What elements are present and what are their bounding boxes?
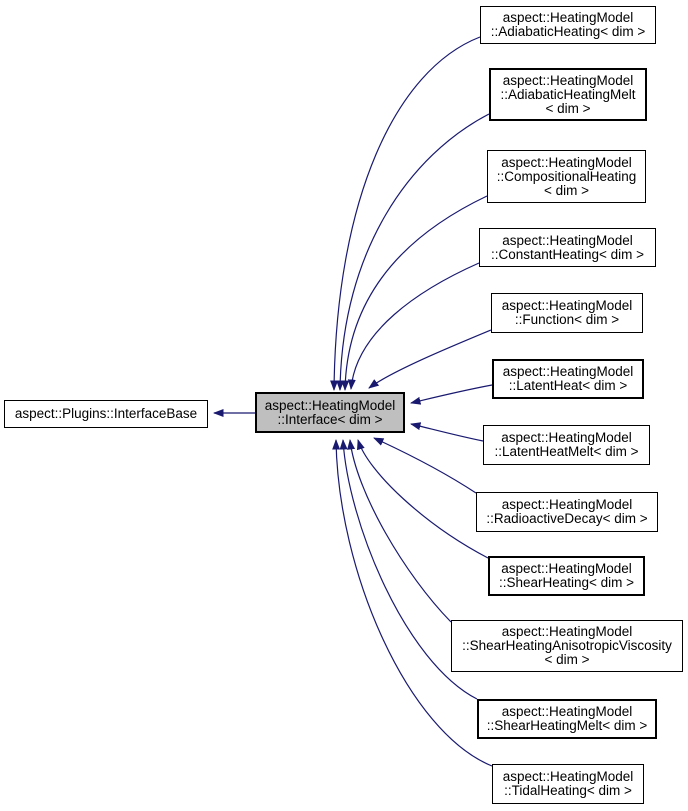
class-label-line: ::AdiabaticHeating< dim > bbox=[490, 24, 646, 39]
edge-adiabaticheating-to-interface bbox=[330, 36, 481, 391]
class-label-line: aspect::HeatingModel bbox=[501, 430, 632, 445]
node-constantheating[interactable]: aspect::HeatingModel ::ConstantHeating< … bbox=[479, 228, 656, 267]
class-label-line: < dim > bbox=[545, 100, 591, 116]
class-label-line: ::AdiabaticHeatingMelt bbox=[500, 86, 636, 102]
node-adiabaticheatingmelt[interactable]: aspect::HeatingModel ::AdiabaticHeatingM… bbox=[489, 68, 647, 121]
edge-shearheatingmelt-to-interface bbox=[339, 439, 478, 700]
class-label: aspect::Plugins::InterfaceBase bbox=[14, 406, 198, 421]
class-label-line: ::ShearHeating< dim > bbox=[498, 575, 635, 590]
class-label-line: ::LatentHeatMelt< dim > bbox=[494, 444, 639, 459]
class-label-line: aspect::HeatingModel bbox=[502, 10, 634, 25]
class-label-line: ::Function< dim > bbox=[514, 312, 620, 327]
node-plugins-interfacebase[interactable]: aspect::Plugins::InterfaceBase bbox=[4, 400, 208, 428]
class-label-line: aspect::HeatingModel bbox=[501, 154, 632, 170]
class-label-line: < dim > bbox=[543, 182, 590, 198]
class-label-line: aspect::HeatingModel bbox=[501, 298, 633, 313]
node-heatingmodel-interface: aspect::HeatingModel ::Interface< dim > bbox=[255, 392, 405, 433]
edge-latentheat-to-interface bbox=[410, 384, 493, 405]
class-label-line: ::TidalHeating< dim > bbox=[504, 783, 632, 798]
edge-shearheatinganisotropicviscosity-to-interface bbox=[347, 439, 452, 623]
class-label-line: aspect::HeatingModel bbox=[502, 72, 634, 88]
node-latentheat[interactable]: aspect::HeatingModel ::LatentHeat< dim > bbox=[492, 359, 644, 399]
edge-radioactivedecay-to-interface bbox=[373, 437, 477, 494]
class-label-line: aspect::HeatingModel bbox=[502, 364, 634, 379]
edge-compositionalheating-to-interface bbox=[341, 195, 488, 391]
class-label-line: ::ShearHeatingMelt< dim > bbox=[486, 718, 648, 733]
class-label-line: ::ConstantHeating< dim > bbox=[490, 246, 645, 262]
class-label-line: aspect::HeatingModel bbox=[264, 397, 396, 413]
node-shearheatingmelt[interactable]: aspect::HeatingModel ::ShearHeatingMelt<… bbox=[477, 699, 657, 739]
class-label-line: ::RadioactiveDecay< dim > bbox=[486, 511, 648, 526]
edge-constantheating-to-interface bbox=[347, 262, 480, 390]
class-label-line: aspect::HeatingModel bbox=[501, 497, 633, 512]
class-label-line: aspect::HeatingModel bbox=[501, 704, 633, 719]
node-tidalheating[interactable]: aspect::HeatingModel ::TidalHeating< dim… bbox=[492, 764, 644, 804]
edge-adiabaticheatingmelt-to-interface bbox=[336, 113, 490, 391]
edge-function-to-interface bbox=[368, 329, 492, 389]
node-radioactivedecay[interactable]: aspect::HeatingModel ::RadioactiveDecay<… bbox=[476, 492, 658, 532]
edge-tidalheating-to-interface bbox=[332, 439, 493, 767]
node-shearheating[interactable]: aspect::HeatingModel ::ShearHeating< dim… bbox=[488, 556, 645, 596]
class-label-line: ::Interface< dim > bbox=[277, 411, 383, 427]
class-label-line: aspect::HeatingModel bbox=[501, 561, 632, 576]
node-latentheatmelt[interactable]: aspect::HeatingModel ::LatentHeatMelt< d… bbox=[483, 425, 650, 465]
node-function[interactable]: aspect::HeatingModel ::Function< dim > bbox=[491, 293, 643, 333]
node-shearheatinganisotropicviscosity[interactable]: aspect::HeatingModel ::ShearHeatingAniso… bbox=[451, 620, 683, 672]
node-adiabaticheating[interactable]: aspect::HeatingModel ::AdiabaticHeating<… bbox=[480, 6, 656, 44]
edge-shearheating-to-interface bbox=[357, 439, 489, 559]
class-label-line: aspect::HeatingModel bbox=[502, 232, 633, 248]
class-label-line: aspect::HeatingModel bbox=[501, 624, 633, 639]
class-label-line: aspect::HeatingModel bbox=[502, 769, 634, 784]
class-label-line: ::ShearHeatingAnisotropicViscosity bbox=[462, 638, 672, 653]
node-compositionalheating[interactable]: aspect::HeatingModel ::CompositionalHeat… bbox=[487, 150, 646, 203]
class-label-line: ::LatentHeat< dim > bbox=[508, 378, 628, 393]
class-label-line: < dim > bbox=[544, 652, 590, 667]
edge-latentheatmelt-to-interface bbox=[410, 422, 484, 442]
class-label-line: ::CompositionalHeating bbox=[496, 168, 637, 184]
